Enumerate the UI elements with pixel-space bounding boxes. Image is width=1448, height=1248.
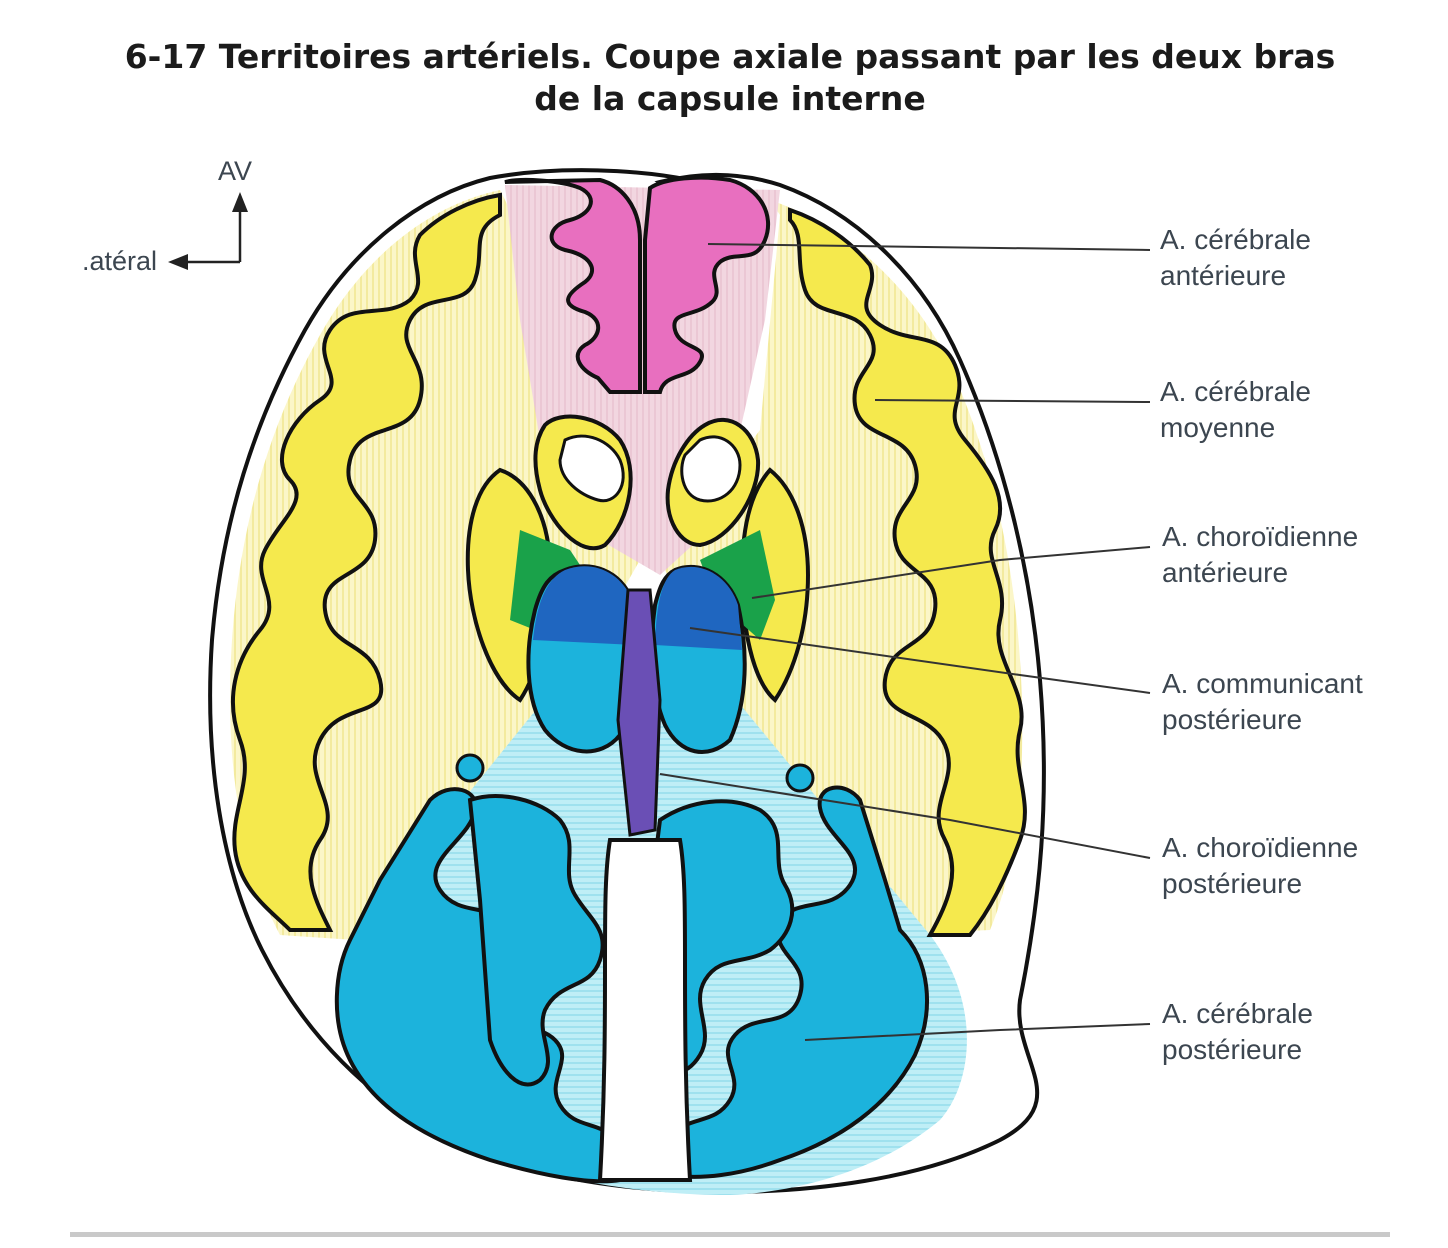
- vermis: [597, 838, 693, 1182]
- leader-line-mca: [874, 399, 1151, 403]
- leader-line-pchor: [659, 773, 1151, 859]
- leader-lines: [659, 243, 1151, 1041]
- lateral-label: .atéral: [82, 246, 158, 276]
- node-right: [785, 763, 815, 793]
- legend-mca-line-2: moyenne: [1160, 412, 1276, 443]
- legend-pchor: A. choroïdienne postérieure: [1162, 830, 1358, 902]
- achor-territory-right: [700, 530, 775, 640]
- legend-achor-line-1: A. choroïdienne: [1162, 521, 1359, 552]
- legend-aca: A. cérébrale antérieure: [1160, 222, 1311, 294]
- leader-line-achor: [751, 546, 1151, 599]
- legend-achor-line-2: antérieure: [1162, 557, 1289, 588]
- figure-title-line-2: de la capsule interne: [534, 79, 926, 118]
- pcom-territory-left: [533, 566, 635, 645]
- ventricle-right: [680, 435, 742, 503]
- pcom-territory-right: [655, 566, 742, 650]
- figure-title-line-1: 6-17 Territoires artériels. Coupe axiale…: [124, 37, 1336, 76]
- node-left: [455, 753, 485, 783]
- legend-mca: A. cérébrale moyenne: [1160, 374, 1311, 446]
- legend-pca-line-1: A. cérébrale: [1162, 998, 1313, 1029]
- legend-pca: A. cérébrale postérieure: [1162, 996, 1313, 1068]
- aca-cortex-right: [643, 175, 771, 394]
- pchor-territory: [616, 588, 662, 837]
- pca-medial-left: [467, 794, 605, 1087]
- mca-cortex-right: [788, 207, 1027, 937]
- leader-line-pcom: [689, 627, 1151, 694]
- ventricle-left: [558, 434, 625, 503]
- legend-aca-line-1: A. cérébrale: [1160, 224, 1311, 255]
- legend-aca-line-2: antérieure: [1160, 260, 1287, 291]
- anterior-arrowhead: [232, 192, 248, 212]
- legend-pcom: A. communicant postérieure: [1162, 666, 1372, 738]
- legend-achor: A. choroïdienne antérieure: [1162, 519, 1358, 591]
- leader-line-pca: [804, 1023, 1151, 1041]
- anterior-label: AV: [218, 156, 253, 186]
- orientation-indicator: [168, 192, 248, 270]
- bottom-rule: [70, 1232, 1390, 1237]
- pca-cortex-right: [667, 785, 929, 1179]
- aca-cortex-left: [504, 177, 642, 394]
- legend-pchor-line-1: A. choroïdienne: [1162, 832, 1359, 863]
- legend-pcom-line-1: A. communicant: [1162, 668, 1363, 699]
- legend-pca-line-2: postérieure: [1162, 1034, 1303, 1065]
- mca-cortex-left: [230, 192, 502, 932]
- legend-mca-line-1: A. cérébrale: [1160, 376, 1311, 407]
- legend-pchor-line-2: postérieure: [1162, 868, 1303, 899]
- figure-title: 6-17 Territoires artériels. Coupe axiale…: [60, 36, 1400, 120]
- pca-cortex-left: [334, 787, 623, 1184]
- leader-line-aca: [707, 243, 1151, 251]
- lateral-arrowhead: [168, 254, 188, 270]
- legend-pcom-line-2: postérieure: [1162, 704, 1303, 735]
